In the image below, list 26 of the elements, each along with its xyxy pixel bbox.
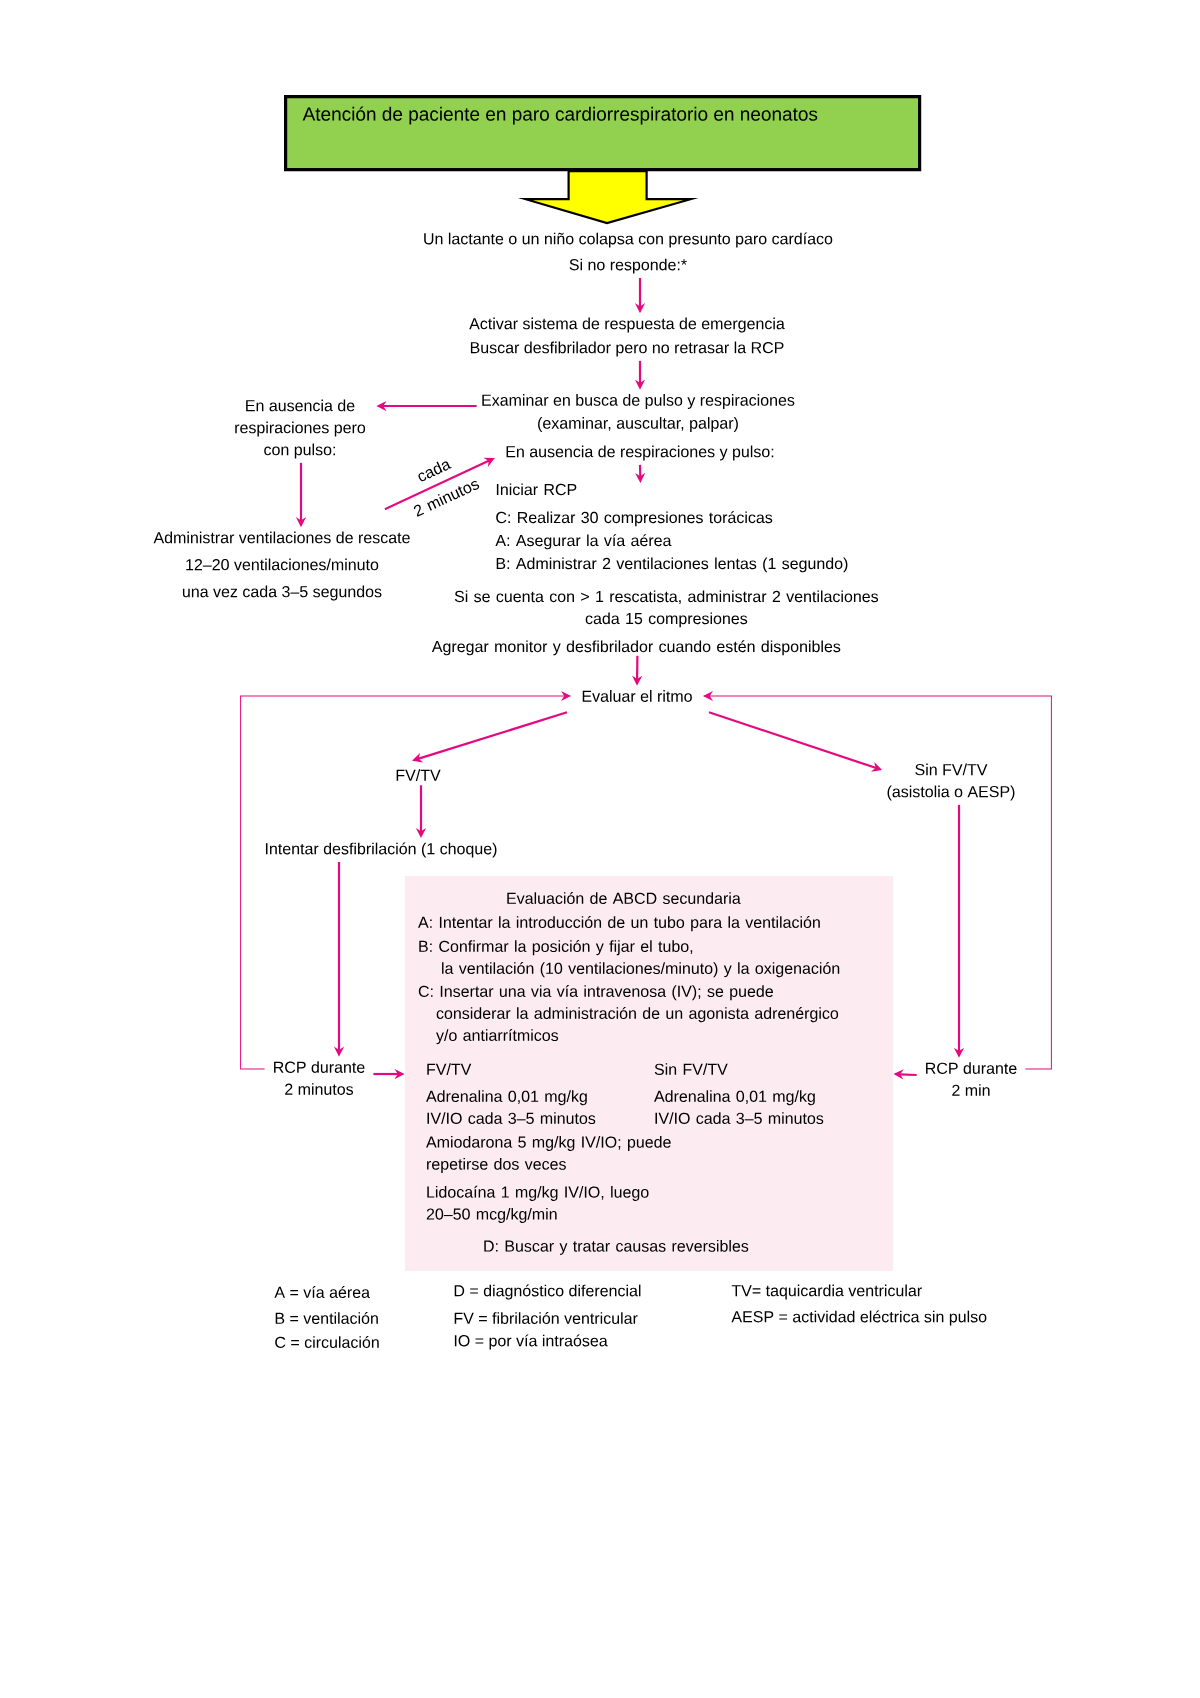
step-text: En ausencia de respiraciones y pulso:	[506, 445, 774, 461]
step-text: En ausencia de respiraciones pero con pulso:	[235, 399, 366, 459]
step-text: Intentar desfibrilación (1 choque)	[265, 842, 497, 858]
arrow	[412, 711, 568, 763]
step-text: Examinar en busca de pulso y respiraciones (examinar, auscultar, palpar)	[482, 394, 795, 432]
step-text: Iniciar RCP C: Realizar 30 compresiones torácicas A: Asegurar la vía aérea B: Administrar 2 ventilaciones lentas (1 segundo)	[495, 483, 848, 573]
abbreviation-text: A = vía aérea	[274, 1286, 370, 1298]
step-text: Un lactante o un niño colapsa con presunto paro cardíaco Si no responde:*	[424, 232, 833, 274]
step-text: Administrar ventilaciones de rescate 12–20 ventilaciones/minuto una vez cada 3–5 segundos	[153, 531, 410, 601]
step-text: RCP durante 2 min	[926, 1062, 1017, 1096]
title-box: Atención de paciente en paro cardiorrespiratorio en neonatos	[284, 95, 922, 172]
info-panel: Evaluación de ABCD secundaria A: Intentar la introducción de un tubo para la ventilación B: Confirmar la posición y fijar el tubo, la ventilación (10 ventilaciones/minuto) y la oxigenación C: Insertar una via vía intravenosa (IV); se puede considerar la administración de un agonista adrenérgico y/o antiarrítmicos FV/TV Adrenalina 0,01 mg/kg IV/IO cada 3–5 minutos Sin FV/TV Adrenalina 0,01 mg/kg IV/IO cada 3–5 minutos Amiodarona 5 mg/kg IV/IO; puede repetirse dos veces Lidocaína 1 mg/kg IV/IO, luego 20–50 mcg/kg/min D: Buscar y tratar causas reversibles	[405, 876, 893, 1271]
loop-arrow	[240, 691, 571, 1070]
abbreviation-text: C = circulación	[275, 1336, 379, 1348]
loop-arrow	[703, 691, 1052, 1070]
step-text: FV/TV	[396, 769, 441, 781]
step-text: RCP durante 2 minutos	[274, 1061, 365, 1095]
step-text: Sin FV/TV (asistolia o AESP)	[887, 763, 1015, 801]
abbreviation-text: IO = por vía intraósea	[454, 1334, 608, 1350]
abbreviation-text: B = ventilación	[275, 1312, 378, 1324]
step-text: Si se cuenta con > 1 rescatista, administrar 2 ventilaciones cada 15 compresiones Agregar monitor y desfibrilador cuando estén disponibles	[431, 590, 879, 656]
abbreviation-text: AESP = actividad eléctrica sin pulso	[731, 1310, 987, 1326]
step-text: Activar sistema de respuesta de emergencia Buscar desfibrilador pero no retrasar la RCP	[469, 317, 785, 357]
block-arrow	[517, 170, 699, 225]
step-text: Evaluar el ritmo	[582, 690, 692, 702]
abbreviation-text: FV = fibrilación ventricular	[454, 1312, 638, 1324]
